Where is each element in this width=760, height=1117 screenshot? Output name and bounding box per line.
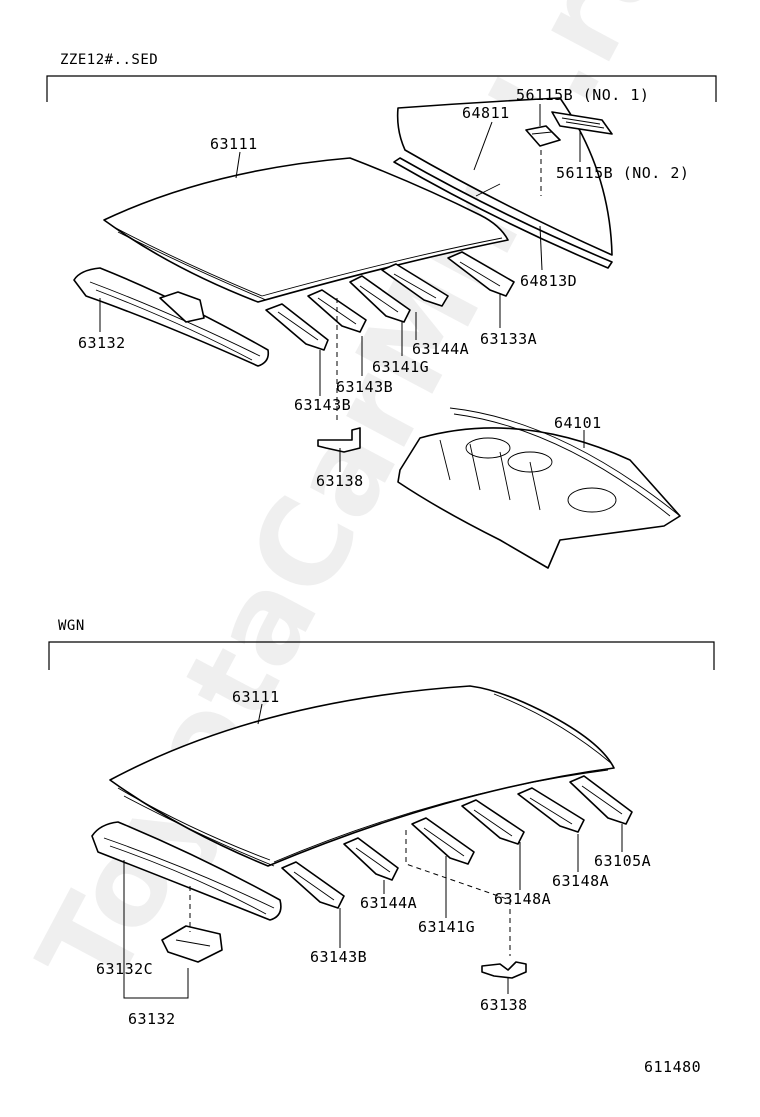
label-wagon-bow-148a-lower: 63148A bbox=[494, 890, 551, 908]
wagon-header-c-bracket bbox=[161, 925, 223, 963]
label-sedan-bracket: 63138 bbox=[316, 472, 364, 490]
sedan-stopper-no2 bbox=[551, 111, 613, 135]
label-wagon-header: 63132 bbox=[128, 1010, 176, 1028]
label-wagon-rear-header: 63105A bbox=[594, 852, 651, 870]
label-sedan-bow-b-lower: 63143B bbox=[294, 396, 351, 414]
wagon-header bbox=[91, 821, 282, 921]
sedan-back-window-glass bbox=[396, 97, 613, 256]
section-title-wagon: WGN bbox=[58, 618, 85, 634]
label-wagon-header-c: 63132C bbox=[96, 960, 153, 978]
label-sedan-back-window-glass: 64811 bbox=[462, 104, 510, 122]
wagon-bracket bbox=[481, 961, 527, 979]
label-wagon-bow-148a-upper: 63148A bbox=[552, 872, 609, 890]
label-wagon-bow-141g: 63141G bbox=[418, 918, 475, 936]
wagon-roof-bows bbox=[281, 775, 633, 909]
label-sedan-bow-g: 63141G bbox=[372, 358, 429, 376]
label-sedan-rear-bow: 63133A bbox=[480, 330, 537, 348]
sedan-package-tray bbox=[397, 407, 681, 569]
section-title-sedan: ZZE12#..SED bbox=[60, 52, 158, 68]
label-wagon-bow-144a: 63144A bbox=[360, 894, 417, 912]
label-wagon-bracket: 63138 bbox=[480, 996, 528, 1014]
label-wagon-bow-143b: 63143B bbox=[310, 948, 367, 966]
figure-number: 611480 bbox=[644, 1058, 701, 1076]
sedan-bracket bbox=[317, 427, 361, 453]
label-sedan-stopper-no1: 56115B (NO. 1) bbox=[516, 86, 649, 104]
label-wagon-roof-panel: 63111 bbox=[232, 688, 280, 706]
sedan-front-header bbox=[73, 267, 270, 367]
label-sedan-bow-a: 63144A bbox=[412, 340, 469, 358]
section-frame-sedan bbox=[46, 75, 717, 102]
section-frame-wagon bbox=[48, 641, 715, 670]
label-sedan-bow-b-upper: 63143B bbox=[336, 378, 393, 396]
sedan-stopper-no1 bbox=[525, 125, 561, 147]
sedan-weatherstrip bbox=[393, 157, 613, 269]
label-sedan-stopper-no2: 56115B (NO. 2) bbox=[556, 164, 689, 182]
label-sedan-front-header: 63132 bbox=[78, 334, 126, 352]
label-sedan-weatherstrip: 64813D bbox=[520, 272, 577, 290]
label-sedan-roof-panel: 63111 bbox=[210, 135, 258, 153]
label-sedan-package-tray: 64101 bbox=[554, 414, 602, 432]
wagon-roof-panel bbox=[109, 685, 615, 867]
sedan-roof-panel bbox=[103, 157, 509, 303]
